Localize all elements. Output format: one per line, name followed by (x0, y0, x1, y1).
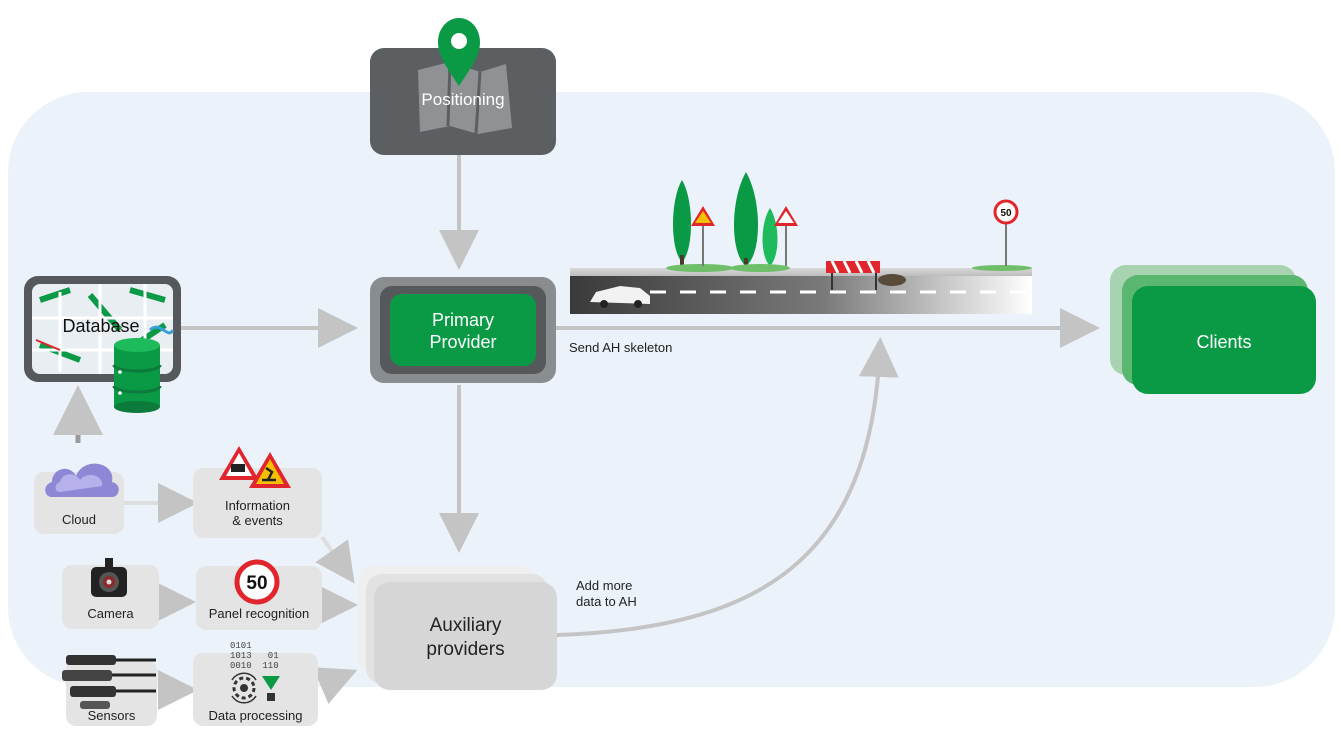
cloud-icon (45, 463, 119, 497)
camera-label: Camera (87, 606, 134, 621)
location-pin-icon (438, 18, 480, 86)
data-processing-label: Data processing (208, 708, 303, 723)
background-panel (8, 92, 1335, 687)
add-more-line-1: Add more (576, 578, 633, 593)
binary-row-1: 0101 (230, 641, 252, 651)
primary-provider-line-2: Provider (429, 332, 497, 352)
sensor-cable-icon (62, 655, 156, 709)
auxiliary-line-2: providers (426, 639, 505, 660)
add-more-data-label: Add more data to AH (576, 578, 637, 610)
car-icon (590, 286, 650, 308)
panel-speed-value: 50 (246, 573, 267, 594)
primary-provider-node (390, 294, 536, 366)
auxiliary-providers-label: Auxiliary providers (374, 614, 557, 662)
arrow-auxiliary-to-ah (556, 337, 899, 637)
send-ah-skeleton-label: Send AH skeleton (569, 340, 673, 355)
clients-label: Clients (1196, 332, 1252, 352)
tree-icon (666, 172, 1032, 272)
filter-icon (262, 676, 280, 701)
info-events-node (193, 468, 322, 538)
auxiliary-line-1: Auxiliary (429, 615, 502, 636)
positioning-label: Positioning (421, 90, 505, 109)
panel-recognition-label: Panel recognition (208, 606, 310, 621)
primary-provider-label: Primary Provider (390, 309, 536, 353)
speed-limit-sign-icon: 50 (993, 199, 1019, 266)
clients-node (1132, 286, 1316, 394)
arrow-info-to-auxiliary (315, 535, 355, 584)
database-cylinder-icon (112, 338, 162, 413)
speed-limit-sign-icon: 50 (234, 559, 280, 605)
speed-limit-road-text: 50 (1000, 208, 1012, 219)
cloud-label: Cloud (62, 512, 96, 527)
binary-data: 0101 1013 01 0010 110 (230, 641, 279, 671)
map-icon (418, 61, 512, 135)
database-map-details (32, 284, 175, 374)
add-more-line-2: data to AH (576, 594, 637, 609)
binary-row-2: 1013 01 (230, 651, 279, 661)
primary-provider-line-1: Primary (432, 310, 494, 330)
gear-icon (231, 672, 257, 704)
camera-icon (91, 558, 127, 597)
info-line-1: Information (224, 498, 291, 513)
roadblock-icon (826, 260, 906, 290)
info-line-2: & events (232, 513, 283, 528)
warning-sign-icon (691, 206, 798, 266)
arrow-dataproc-to-auxiliary (312, 667, 358, 704)
data-processing-node (193, 653, 318, 726)
database-label: Database (62, 316, 140, 336)
sensors-label: Sensors (87, 708, 136, 723)
binary-row-3: 0010 110 (230, 661, 279, 671)
warning-signs-icon (219, 446, 291, 488)
auxiliary-node (374, 582, 557, 690)
info-events-label: Information & events (193, 498, 322, 528)
